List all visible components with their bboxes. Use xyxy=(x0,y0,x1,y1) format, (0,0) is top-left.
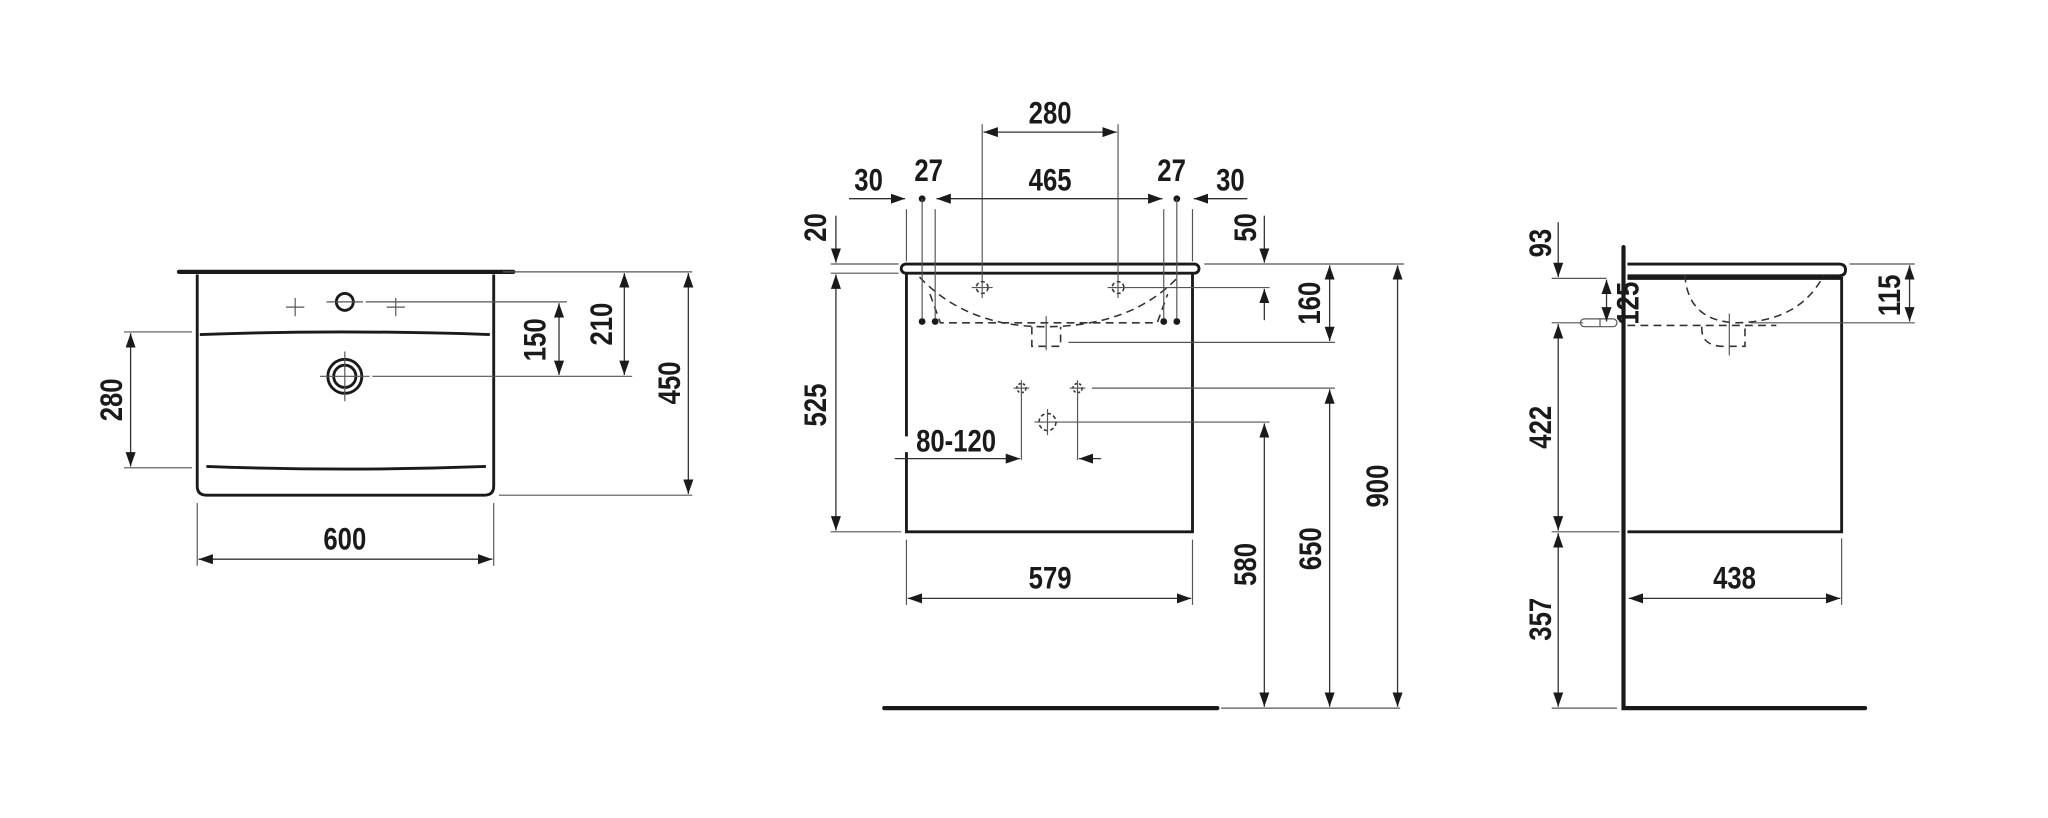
label-waste-height: 580 xyxy=(1229,543,1264,586)
label-overall-height: 900 xyxy=(1360,465,1395,508)
label-floor-clearance: 357 xyxy=(1524,598,1559,641)
countertop-side xyxy=(1627,262,1847,278)
tap-hole-right-icon xyxy=(1107,277,1129,298)
supply-right-icon xyxy=(1069,380,1086,460)
cabinet-side-outline xyxy=(1627,276,1844,534)
label-top-thickness: 20 xyxy=(799,213,834,242)
waste-outlet-icon xyxy=(1034,409,1061,436)
label-cabinet-depth: 438 xyxy=(1713,561,1756,596)
label-rim-to-drain: 210 xyxy=(585,303,620,346)
label-cabinet-width: 579 xyxy=(1029,561,1072,596)
label-supply-height: 650 xyxy=(1294,527,1329,570)
bracket-points xyxy=(918,195,1181,325)
bowl-front-edge xyxy=(206,465,486,471)
top-view: 600 280 150 210 450 xyxy=(95,269,694,566)
label-width: 600 xyxy=(323,522,366,557)
label-right-edge-offset: 30 xyxy=(1216,163,1245,198)
wall-and-floor xyxy=(1621,244,1868,711)
bowl-back-edge xyxy=(199,330,490,336)
tap-mark-left-icon xyxy=(286,297,305,317)
label-drain-depth: 160 xyxy=(1293,282,1328,325)
basin-outline xyxy=(195,274,496,497)
label-tap-to-drain: 150 xyxy=(518,318,553,361)
label-right-bracket-offset: 27 xyxy=(1157,154,1186,189)
label-bracket-spacing: 465 xyxy=(1029,163,1072,198)
hidden-drain-side xyxy=(1627,324,1777,348)
tap-hole-icon xyxy=(326,291,364,312)
supply-left-icon xyxy=(1013,380,1030,460)
label-left-edge-offset: 30 xyxy=(854,163,883,198)
label-supply-spacing: 80-120 xyxy=(916,424,996,459)
side-view: 93 125 115 422 357 438 xyxy=(1524,222,1915,711)
label-bowl-depth: 280 xyxy=(95,378,130,421)
label-overall-depth: 450 xyxy=(653,361,688,404)
label-tap-hole-depth: 50 xyxy=(1229,213,1264,242)
countertop xyxy=(899,262,1201,275)
label-left-bracket-offset: 27 xyxy=(914,154,943,189)
hidden-basin-base xyxy=(929,293,1169,324)
hidden-basin-bowl xyxy=(918,276,1179,328)
tap-hole-left-icon xyxy=(971,277,993,298)
front-view: 280 465 30 27 27 30 20 525 50 160 80-120 xyxy=(799,96,1405,711)
label-cabinet-height: 525 xyxy=(799,384,834,427)
hidden-basin-bowl-side xyxy=(1684,274,1825,324)
tap-mark-right-icon xyxy=(386,297,405,317)
label-basin-depth: 115 xyxy=(1872,275,1907,317)
label-fixing-height: 125 xyxy=(1611,282,1646,325)
drain-icon xyxy=(320,351,370,402)
label-cabinet-body-height: 422 xyxy=(1524,406,1559,449)
label-top-to-fixing: 93 xyxy=(1524,229,1559,258)
cabinet-outline xyxy=(905,274,1194,534)
label-tap-spacing: 280 xyxy=(1029,96,1072,131)
